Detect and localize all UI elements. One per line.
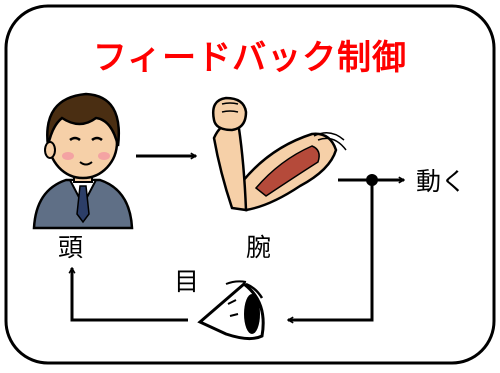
eye-icon [197,280,265,341]
arm-label: 腕 [246,233,272,262]
move-label: 動く [416,167,467,196]
eye-label: 目 [174,267,200,296]
businessman-icon [32,92,134,230]
diagram-title: フィードバック制御 [92,38,408,78]
head-label: 頭 [58,233,84,262]
arrow-branch-to-eye [288,180,374,320]
arrow-eye-to-head [72,268,188,322]
flexed-arm-muscle-icon [212,96,347,212]
